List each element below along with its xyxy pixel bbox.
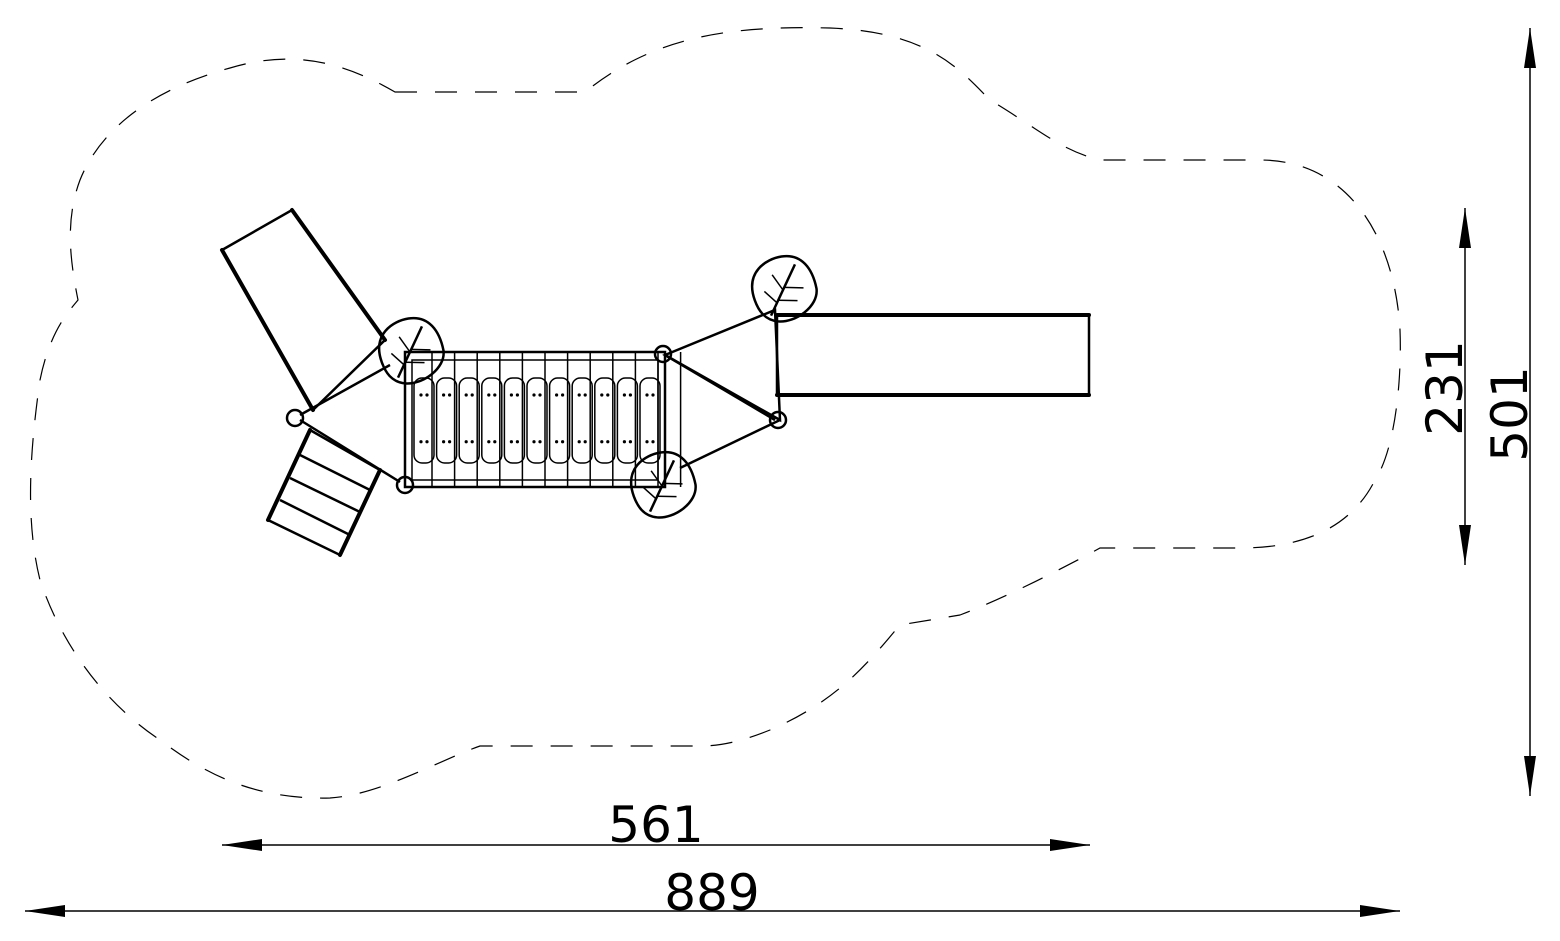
bridge-plank [548, 377, 571, 464]
plank-bolt [493, 440, 497, 444]
bridge-plank [571, 377, 593, 464]
left-ladder [266, 428, 382, 557]
plank-bolt [515, 393, 520, 397]
plank-bolt [645, 440, 649, 444]
plank-bolt [532, 393, 536, 397]
plank-bolt [470, 393, 474, 397]
plank-bolt [555, 393, 559, 397]
leaf-roof-left [378, 316, 445, 385]
plank-bolt [442, 393, 446, 397]
central-bridge [403, 350, 682, 489]
plank-bolt [561, 393, 565, 397]
plank-bolt [577, 440, 581, 444]
plank-bolt [464, 393, 468, 397]
leaf-roof-top-right [751, 254, 818, 323]
plank-bolt [464, 440, 468, 444]
plank-bolt [577, 393, 581, 397]
left-rails [285, 363, 415, 495]
plank-bolt [532, 440, 536, 444]
plank-bolt [442, 440, 446, 444]
plank-bolt [538, 393, 542, 397]
dimension-inner-width: 561 [222, 796, 1090, 854]
bridge-plank [594, 377, 616, 464]
plank-bolt [606, 393, 610, 397]
plank-bolt [509, 393, 513, 397]
dimension-inner-height: 231 [1416, 208, 1474, 565]
plank-bolt [600, 440, 604, 444]
plank-bolt [651, 393, 655, 397]
plank-bolt [651, 440, 655, 444]
plank-bolt [555, 440, 559, 444]
plank-bolt [509, 440, 513, 444]
bridge-plank [435, 377, 458, 464]
plank-bolt [628, 393, 633, 397]
plank-bolt [583, 440, 587, 444]
plank-bolt [419, 440, 423, 444]
inner-width-label: 561 [608, 796, 703, 854]
bridge-plank [639, 377, 661, 464]
total-height-label: 501 [1481, 366, 1539, 461]
plank-bolt [561, 440, 565, 444]
inner-height-label: 231 [1416, 340, 1474, 435]
right-platform [653, 308, 788, 470]
right-slide [775, 313, 1091, 397]
dimension-total-height: 501 [1481, 28, 1539, 796]
plank-bolt [487, 440, 491, 444]
plank-bolt [419, 393, 423, 397]
plank-bolt [493, 393, 497, 397]
plank-bolt [425, 393, 429, 397]
plank-bolt [600, 393, 604, 397]
plank-bolt [487, 393, 491, 397]
bridge-plank [503, 377, 526, 464]
safety-zone-outline [29, 27, 1401, 799]
plank-bolt [645, 393, 649, 397]
plank-bolt [448, 393, 452, 397]
plank-bolt [448, 440, 452, 444]
bridge-plank [413, 377, 435, 464]
bridge-plank [526, 377, 548, 464]
bridge-plank [458, 377, 480, 464]
plank-bolt [622, 393, 627, 397]
plank-bolt [538, 440, 542, 444]
plank-bolt [470, 440, 474, 444]
bridge-plank [616, 377, 639, 464]
plank-bolt [425, 440, 429, 444]
plank-bolt [515, 440, 520, 444]
plank-bolt [622, 440, 627, 444]
leaf-roof-bottom [630, 450, 697, 519]
plank-bolt [628, 440, 633, 444]
plank-bolt [606, 440, 610, 444]
bridge-plank [481, 377, 503, 464]
left-slide [220, 208, 387, 413]
total-width-label: 889 [664, 864, 759, 922]
plank-bolt [583, 393, 587, 397]
dimension-total-width: 889 [25, 864, 1400, 922]
